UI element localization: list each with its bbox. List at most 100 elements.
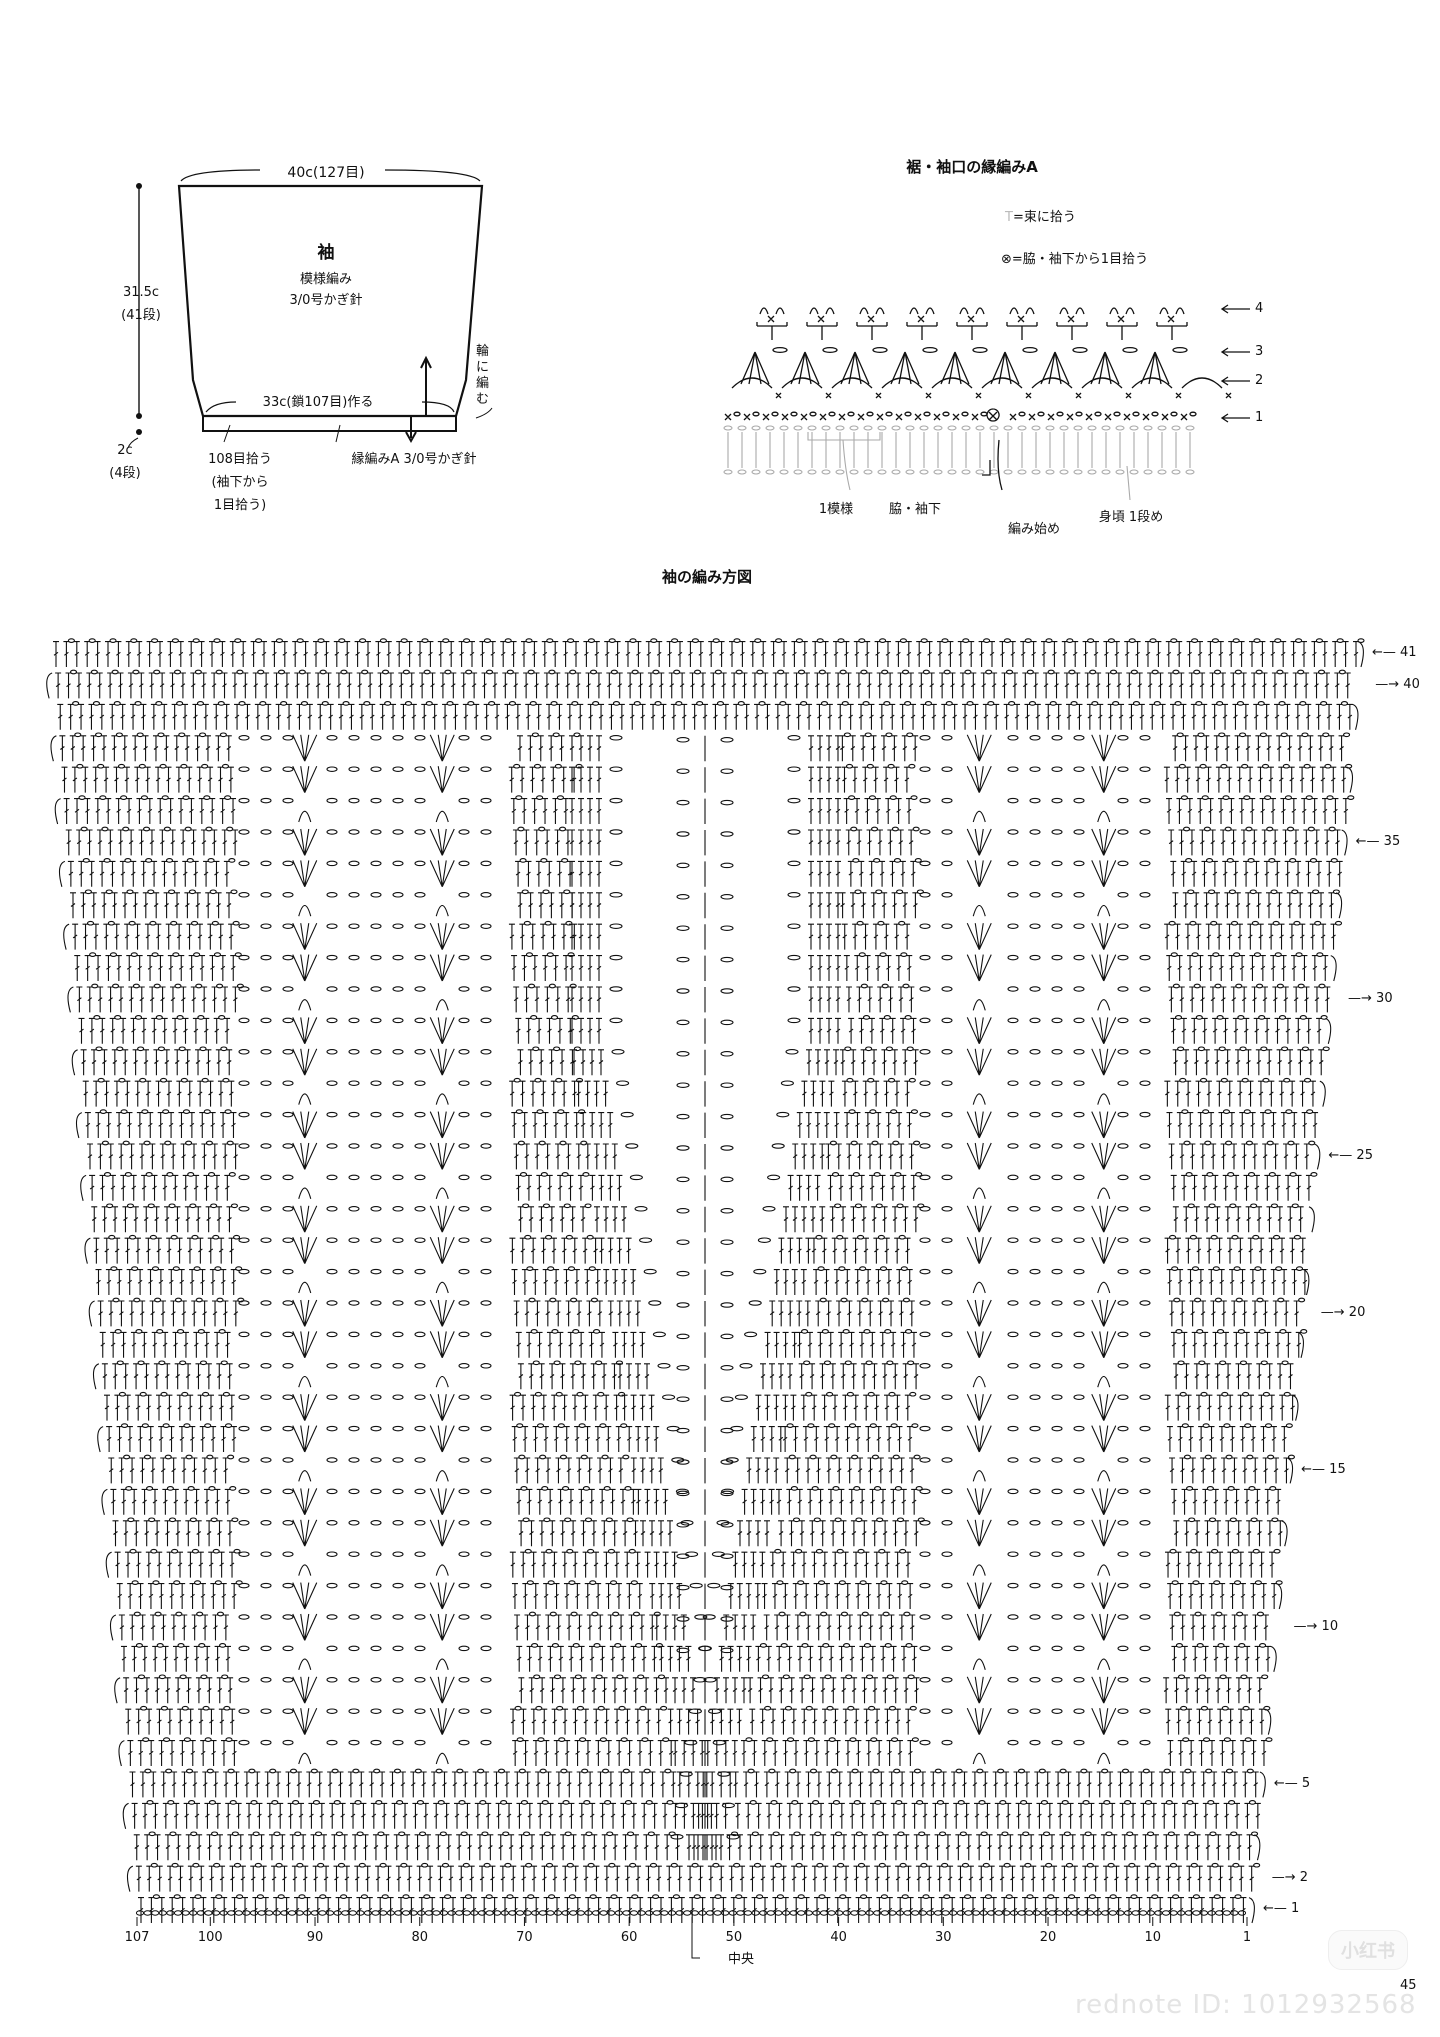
chart-row <box>126 1862 1261 1892</box>
chart-row <box>54 795 1355 825</box>
foundation-chain <box>135 1910 1247 1916</box>
row-number: 10 <box>1321 1618 1339 1634</box>
center-label: 中央 <box>728 1952 755 1967</box>
row-label: ←— 25 <box>1328 1148 1373 1163</box>
watermark-id: rednote ID: 1012932568 <box>1075 1990 1417 2020</box>
watermark-badge: 小红书 <box>1328 1930 1408 1970</box>
chart-row <box>78 1015 1332 1045</box>
chart-row <box>99 1329 1308 1359</box>
stitch-tick-label: 10 <box>1144 1930 1162 1945</box>
row-number: 40 <box>1403 676 1420 692</box>
stitch-tick-label: 80 <box>411 1930 429 1945</box>
edging-row-label: 4 <box>1255 301 1264 316</box>
edging-row-label: 1 <box>1255 410 1264 425</box>
row-number: 20 <box>1348 1304 1366 1320</box>
axis-ticks <box>136 1917 1248 1959</box>
chart-row <box>118 1737 1273 1767</box>
row-number: 2 <box>1299 1869 1309 1885</box>
leader-lines <box>127 407 493 449</box>
row-label: ←— 5 <box>1274 1776 1310 1791</box>
chart-row <box>87 1140 1321 1170</box>
stitch-tick-label: 107 <box>124 1930 150 1945</box>
body-row-label: 身頃 1段め <box>1098 510 1164 525</box>
height-label: 31.5c <box>122 285 160 300</box>
arrow-left-icon: ←— <box>1355 833 1384 849</box>
row-label: —→ 2 <box>1272 1870 1308 1885</box>
start-label: 編み始め <box>1007 522 1061 537</box>
row-label: ←— 41 <box>1372 645 1417 660</box>
row-number: 5 <box>1301 1775 1311 1791</box>
foundation-label: 33c(鎖107目)作る <box>259 391 377 410</box>
chart-row <box>67 983 1331 1013</box>
pickup-note-1: (袖下から <box>211 475 269 490</box>
arrow-right-icon: —→ <box>1293 1618 1322 1634</box>
stitch-tick-label: 100 <box>197 1930 223 1945</box>
chart-row <box>74 952 1337 982</box>
page-number: 45 <box>1400 1978 1417 1993</box>
stitch-tick-label: 70 <box>516 1930 533 1945</box>
pickup-note-2: 1目拾う) <box>213 498 267 513</box>
stitch-tick-label: 20 <box>1039 1930 1057 1945</box>
round-note: 輪に編む <box>476 344 490 407</box>
chart-title: 袖の編み方図 <box>661 568 753 586</box>
arrow-right-icon: —→ <box>1348 990 1377 1006</box>
row-number: 15 <box>1329 1461 1346 1477</box>
arrow-left-icon: ←— <box>1273 1775 1302 1791</box>
edging-label: 縁編みA 3/0号かぎ針 <box>351 452 477 467</box>
stitch-pattern-label: 模様編み <box>299 272 353 287</box>
height-rows-label: (41段) <box>121 308 161 323</box>
chart-row <box>133 1831 1261 1861</box>
top-width-bracket <box>180 169 481 182</box>
top-width-label: 40c(127目) <box>287 165 365 181</box>
pickup-label: 108目拾う <box>208 452 272 467</box>
chart-row <box>58 858 1343 888</box>
chart-row <box>65 826 1348 856</box>
chart-row <box>80 1172 1318 1201</box>
chart-row <box>125 1705 1272 1735</box>
chart-row <box>122 1800 1261 1829</box>
crossed-circle-icon: ⊗ <box>1001 252 1012 267</box>
chart-row <box>63 920 1343 950</box>
arrow-left-icon: ←— <box>1328 1147 1357 1163</box>
chart-row <box>129 1768 1266 1798</box>
chart-row <box>53 638 1365 668</box>
stitch-bunch-icon: T <box>1005 210 1013 225</box>
chart-row <box>109 1611 1269 1641</box>
edge-rows-label: (4段) <box>109 466 141 481</box>
chart-row <box>108 1454 1296 1484</box>
edging-stitches <box>724 304 1250 491</box>
row-label: —→ 10 <box>1294 1619 1339 1634</box>
chart-row <box>84 1234 1306 1264</box>
edging-title: 裾・袖口の縁編みA <box>906 158 1038 176</box>
arrow-right-icon: —→ <box>1375 676 1404 692</box>
edging-row-label: 3 <box>1255 344 1264 359</box>
chart-row <box>105 1548 1281 1578</box>
arrow-right-icon: —→ <box>1320 1304 1349 1320</box>
body-stitches <box>723 425 1195 501</box>
row-number: 35 <box>1383 833 1401 849</box>
row-label: —→ 20 <box>1321 1305 1366 1320</box>
chart-row <box>121 1643 1277 1672</box>
chart-row <box>92 1360 1294 1390</box>
stitch-tick-label: 50 <box>725 1930 743 1945</box>
stitch-tick-label: 30 <box>935 1930 952 1945</box>
chart-row <box>88 1297 1306 1327</box>
row-label: ←— 1 <box>1263 1901 1299 1916</box>
chart-row <box>82 1077 1326 1107</box>
row-label: —→ 30 <box>1348 991 1393 1006</box>
chart-row <box>91 1203 1315 1233</box>
stitch-tick-label: 40 <box>830 1930 847 1945</box>
chart-row <box>71 1046 1330 1076</box>
stitch-tick-label: 60 <box>620 1930 638 1945</box>
chart-row <box>57 701 1359 730</box>
repeat-label: 1模様 <box>818 502 854 517</box>
legend-item-side: ⊗=脇・袖下から1目拾う <box>1001 252 1149 267</box>
chart-row <box>101 1486 1282 1516</box>
stitch-tick-label: 1 <box>1242 1930 1252 1945</box>
chart-row <box>46 669 1351 699</box>
stitch-tick-label: 90 <box>306 1930 324 1945</box>
row-label: ←— 15 <box>1301 1462 1346 1477</box>
legend-item-bunch: T=束に拾う <box>1005 210 1076 225</box>
chart-row <box>116 1580 1283 1610</box>
